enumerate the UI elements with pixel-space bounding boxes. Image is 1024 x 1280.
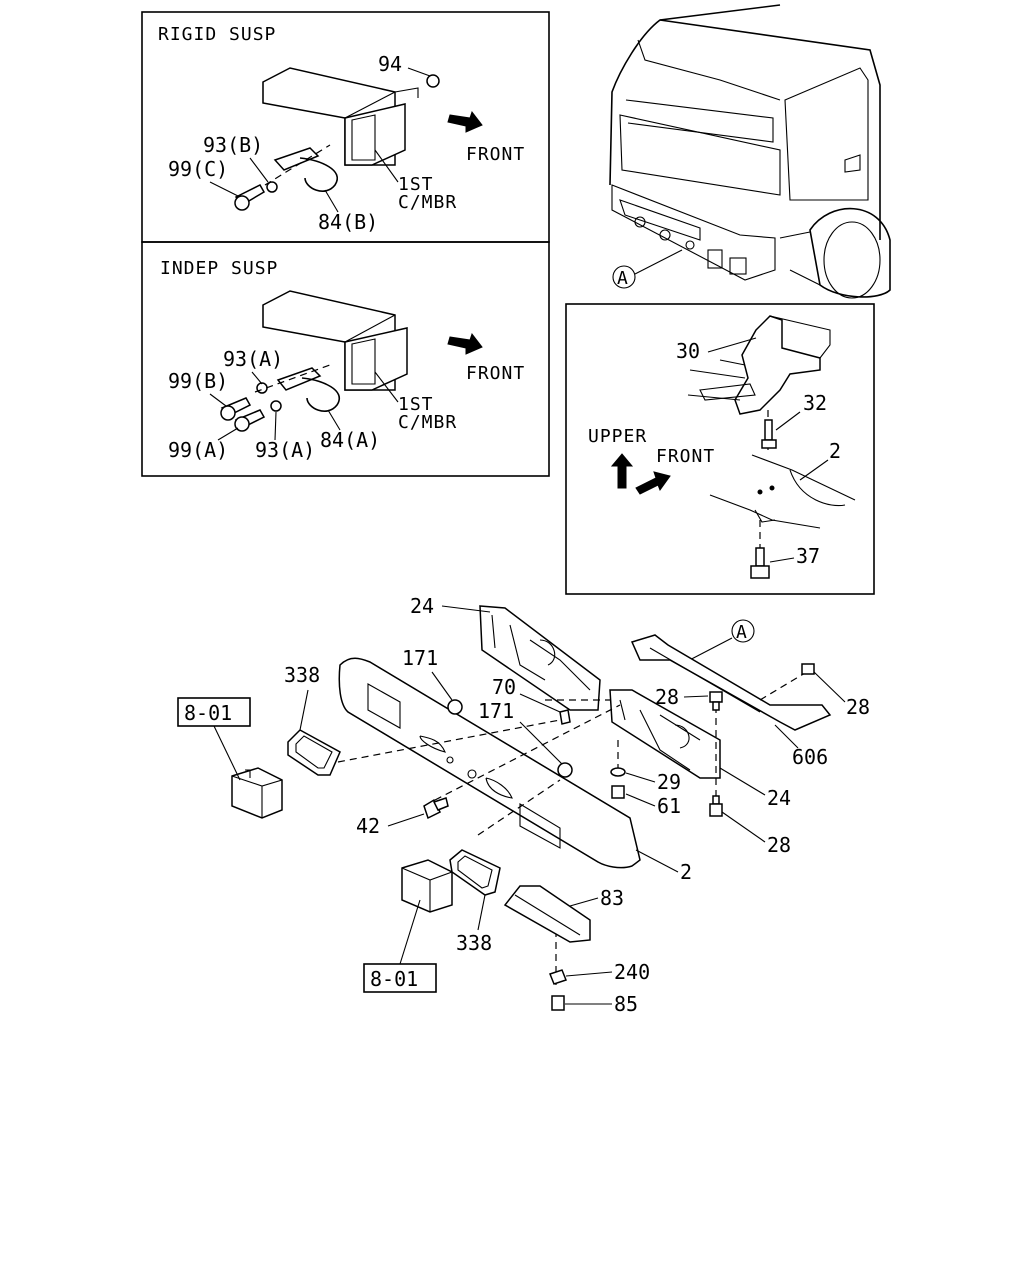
callout-93a-lower: 93(A) xyxy=(255,438,315,462)
screw-85 xyxy=(551,995,565,1011)
callout-338-left: 338 xyxy=(284,663,320,687)
nut-171-left xyxy=(447,699,463,715)
callout-42: 42 xyxy=(356,814,380,838)
rigid-front-label: FRONT xyxy=(466,144,525,165)
callout-93b: 93(B) xyxy=(203,133,263,157)
callout-85: 85 xyxy=(614,992,638,1016)
lamp-left xyxy=(231,767,283,819)
callout-28-right: 28 xyxy=(846,695,870,719)
callout-94: 94 xyxy=(378,52,402,76)
clip-70 xyxy=(559,709,571,725)
callout-606: 606 xyxy=(792,745,828,769)
gasket-338-bottom xyxy=(449,849,501,896)
gasket-338-left xyxy=(287,729,341,776)
indep-susp-panel: INDEP SUSP FRONT 1ST C/MBR 93(A) 99(B) 9… xyxy=(141,241,550,477)
view-marker-a-top: A xyxy=(612,249,683,289)
indep-front-arrow-icon xyxy=(447,332,483,355)
callout-24-top: 24 xyxy=(410,594,434,618)
bolt-28-right xyxy=(801,663,815,675)
detail-bolt-37 xyxy=(750,547,770,579)
rigid-member-label-2: C/MBR xyxy=(398,192,457,213)
bumper-2 xyxy=(338,657,641,869)
detail-bracket-drawing xyxy=(687,315,831,415)
detail-bumper-2 xyxy=(709,454,856,529)
plate-83 xyxy=(503,885,591,943)
truck-cab-drawing xyxy=(609,4,891,299)
rigid-member-label-1: 1ST xyxy=(398,174,434,195)
callout-240: 240 xyxy=(614,960,650,984)
upper-label: UPPER xyxy=(588,426,647,447)
bolt-42 xyxy=(423,797,449,820)
callout-171-top: 171 xyxy=(402,646,438,670)
rigid-susp-title: RIGID SUSP xyxy=(158,24,276,45)
callout-93a-upper: 93(A) xyxy=(223,347,283,371)
callout-28-top: 28 xyxy=(655,685,679,709)
rigid-nut-94 xyxy=(426,74,440,88)
callout-29: 29 xyxy=(657,770,681,794)
lamp-bottom xyxy=(401,859,453,913)
bolt-28-bottom xyxy=(709,795,723,817)
callout-84b: 84(B) xyxy=(318,210,378,234)
bolt-28-top xyxy=(709,691,723,711)
svg-text:A: A xyxy=(617,268,629,289)
callout-32: 32 xyxy=(803,391,827,415)
main-exploded-view: A xyxy=(177,594,870,1016)
callout-338-bottom: 338 xyxy=(456,931,492,955)
long-member-606 xyxy=(630,634,832,731)
rigid-hook-drawing xyxy=(234,147,338,211)
nut-171-right xyxy=(557,762,573,778)
callout-171-mid: 171 xyxy=(478,699,514,723)
svg-text:8-01: 8-01 xyxy=(370,967,418,991)
ref-box-8-01-left[interactable]: 8-01 xyxy=(177,697,251,727)
callout-99b: 99(B) xyxy=(168,369,228,393)
detail-bolt-32 xyxy=(761,419,777,449)
left-bracket-24 xyxy=(479,605,601,711)
ref-box-8-01-bottom[interactable]: 8-01 xyxy=(363,963,437,993)
nut-61 xyxy=(611,785,625,799)
rigid-susp-panel: RIGID SUSP FRONT 1ST C/MBR 94 xyxy=(141,11,550,243)
rigid-front-arrow-icon xyxy=(447,110,483,133)
upper-arrow-icon xyxy=(610,453,634,489)
callout-84a: 84(A) xyxy=(320,428,380,452)
svg-text:8-01: 8-01 xyxy=(184,701,232,725)
callout-83: 83 xyxy=(600,886,624,910)
detail-panel: UPPER FRONT 30 32 2 37 xyxy=(565,303,875,595)
detail-front-arrow-icon xyxy=(635,471,671,495)
indep-susp-title: INDEP SUSP xyxy=(160,258,278,279)
callout-61: 61 xyxy=(657,794,681,818)
callout-37: 37 xyxy=(796,544,820,568)
indep-crossmember-drawing xyxy=(262,290,408,391)
indep-member-label-2: C/MBR xyxy=(398,412,457,433)
callout-24-right: 24 xyxy=(767,786,791,810)
clip-240 xyxy=(549,969,567,985)
callout-30: 30 xyxy=(676,339,700,363)
right-bracket-24 xyxy=(609,689,721,779)
svg-text:A: A xyxy=(736,622,748,643)
rigid-crossmember-drawing xyxy=(262,67,419,166)
callout-99c: 99(C) xyxy=(168,157,228,181)
indep-hook-drawing xyxy=(220,367,340,432)
detail-front-label: FRONT xyxy=(656,446,715,467)
callout-99a: 99(A) xyxy=(168,438,228,462)
callout-2-main: 2 xyxy=(680,860,692,884)
callout-28-bottom: 28 xyxy=(767,833,791,857)
callout-2-detail: 2 xyxy=(829,439,841,463)
callout-70: 70 xyxy=(492,675,516,699)
indep-member-label-1: 1ST xyxy=(398,394,434,415)
washer-29 xyxy=(610,767,626,777)
indep-front-label: FRONT xyxy=(466,363,525,384)
